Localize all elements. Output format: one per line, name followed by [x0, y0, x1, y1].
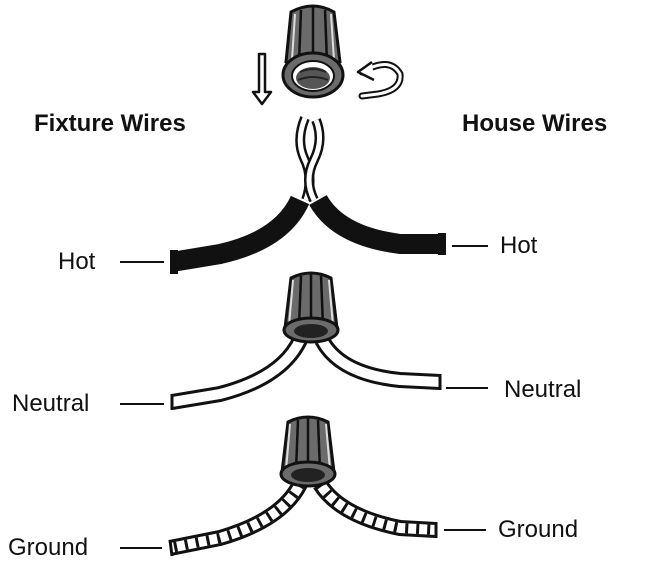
hot-left-label: Hot — [58, 248, 96, 275]
hot-right-label: Hot — [500, 232, 538, 259]
ground-left-label: Ground — [8, 534, 89, 561]
down-arrow-icon — [251, 52, 273, 106]
neutral-left-label: Neutral — [12, 390, 90, 417]
rotate-arrow-icon — [356, 60, 404, 100]
top-wire-nut-icon — [281, 4, 345, 99]
middle-wire-nut-icon — [282, 271, 340, 344]
fixture-wires-heading: Fixture Wires — [34, 110, 186, 137]
bottom-wire-nut-icon — [279, 415, 337, 488]
ground-right-label: Ground — [498, 516, 579, 543]
hot-wire-pair — [170, 116, 446, 274]
house-wires-heading: House Wires — [462, 110, 608, 137]
neutral-wire-pair — [170, 335, 442, 410]
ground-wire-pair — [168, 479, 438, 557]
neutral-right-label: Neutral — [504, 376, 582, 403]
